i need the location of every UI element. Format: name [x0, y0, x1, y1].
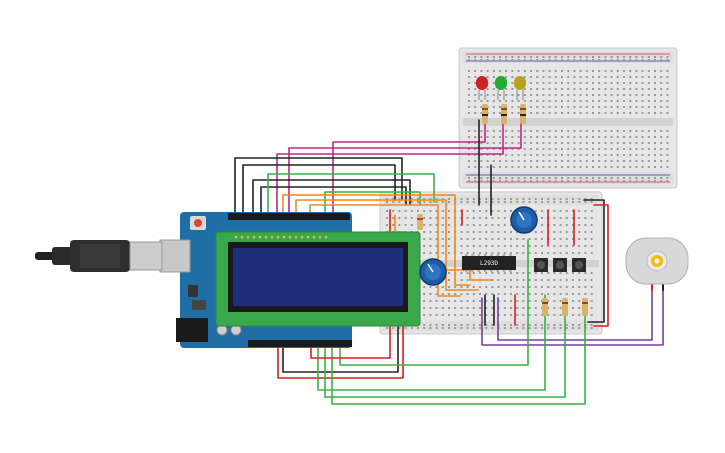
dc-motor-icon	[625, 237, 689, 285]
led-red	[476, 76, 488, 100]
push-buttons	[534, 258, 586, 272]
lcd-display	[215, 231, 421, 327]
button-resistors	[542, 298, 588, 316]
potentiometer-lcd	[419, 258, 447, 286]
wires	[234, 119, 664, 405]
lcd-resistor	[417, 214, 423, 230]
usb-cable-icon	[35, 240, 163, 272]
potentiometer-motor	[510, 206, 538, 234]
chip-label: L293D	[480, 260, 498, 267]
led-resistors	[482, 104, 526, 124]
motor-driver-chip: L293D	[462, 254, 516, 272]
led-yellow	[514, 76, 526, 100]
breadboard-top	[458, 47, 678, 189]
led-green	[495, 76, 507, 100]
